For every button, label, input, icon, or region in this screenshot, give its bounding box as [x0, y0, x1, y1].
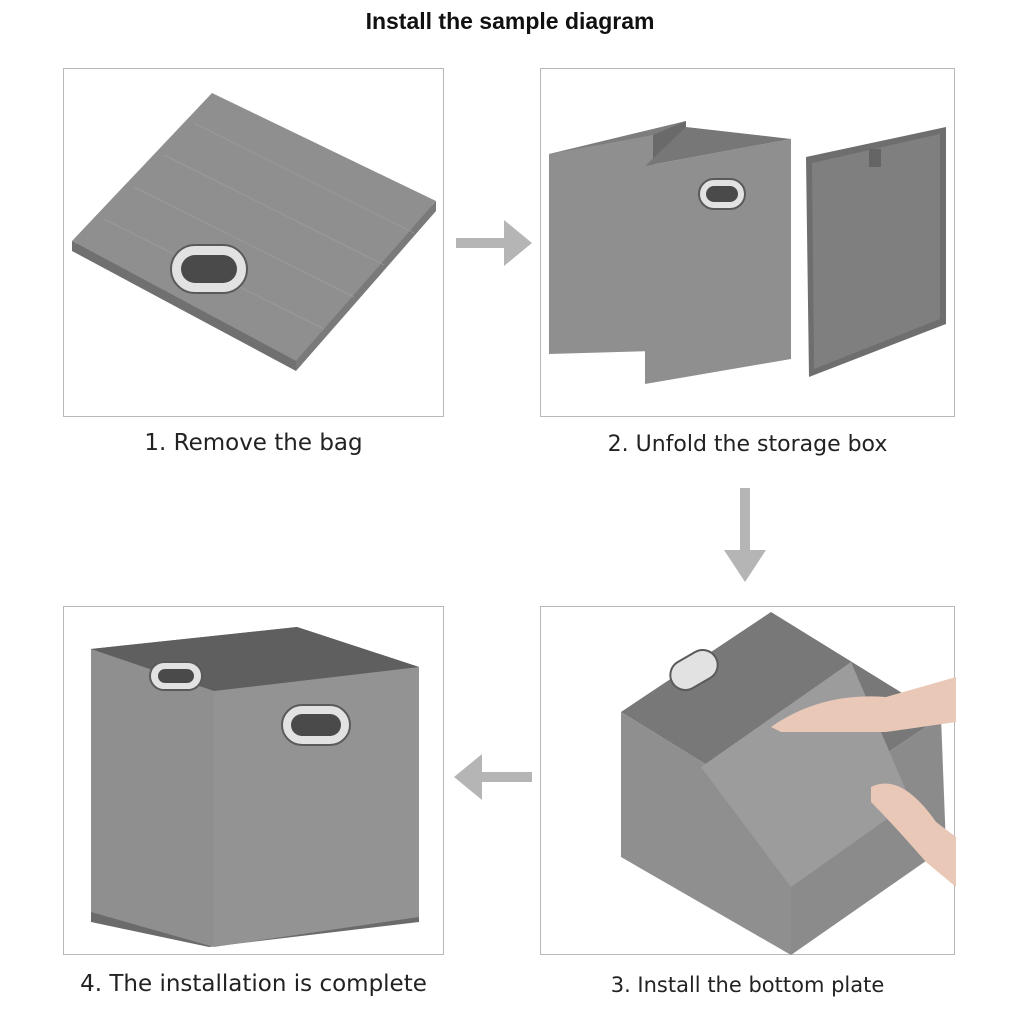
step-4-caption: 4. The installation is complete	[80, 971, 427, 997]
metal-handle-icon	[149, 661, 203, 691]
diagram-title: Install the sample diagram	[365, 8, 655, 34]
arrow-right-icon	[456, 220, 532, 266]
step-1-image	[63, 68, 444, 417]
step-3-image	[540, 606, 956, 955]
step-2-image	[540, 68, 955, 417]
folded-box-illustration	[72, 93, 436, 371]
unfolded-box-illustration	[549, 121, 946, 384]
step-3-caption: 3. Install the bottom plate	[610, 973, 885, 997]
bottom-plate-illustration	[621, 612, 956, 955]
metal-handle-icon	[281, 704, 351, 746]
arrow-left-icon	[454, 754, 532, 800]
step-4-image	[63, 606, 444, 955]
metal-handle-icon	[698, 178, 746, 210]
metal-handle-icon	[669, 649, 719, 691]
hand-icon	[771, 677, 956, 732]
step-2-caption: 2. Unfold the storage box	[607, 432, 888, 457]
complete-box-illustration	[91, 627, 419, 947]
step-1-caption: 1. Remove the bag	[144, 430, 363, 456]
metal-handle-icon	[170, 244, 248, 294]
hand-icon	[871, 783, 956, 887]
arrow-down-icon	[724, 488, 766, 582]
